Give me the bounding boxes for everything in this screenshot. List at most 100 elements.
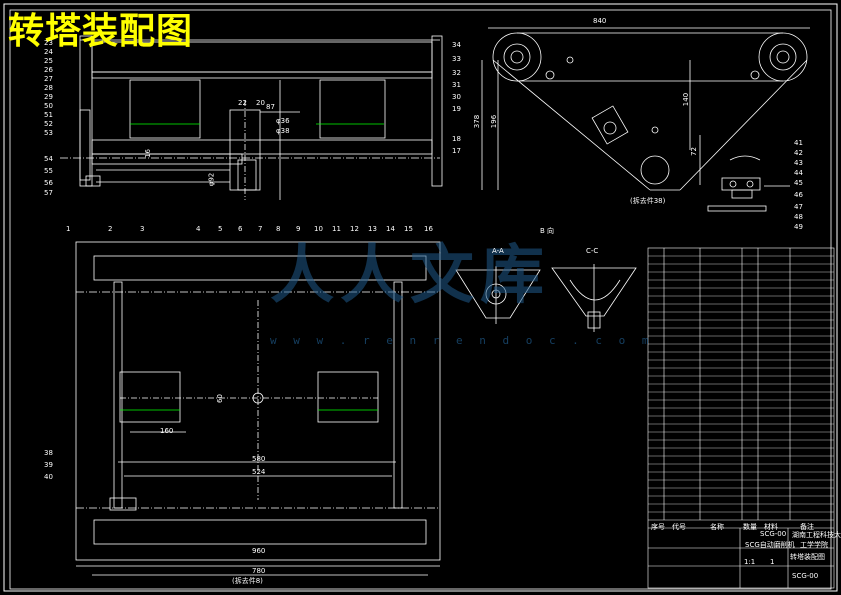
part-no: 52	[44, 120, 53, 128]
part-no: 28	[44, 84, 53, 92]
part-no: 6	[238, 225, 243, 233]
part-no: 19	[452, 105, 461, 113]
dim-plan-b: 524	[252, 468, 266, 476]
part-no: 54	[44, 155, 53, 163]
part-no: 7	[258, 225, 263, 233]
part-no: 51	[44, 111, 53, 119]
dim-top-width: 840	[593, 17, 607, 25]
part-no: 43	[794, 159, 803, 167]
part-no: 46	[794, 191, 803, 199]
part-no: 42	[794, 149, 803, 157]
bom-header-code: 代号	[672, 523, 686, 531]
part-no: 17	[452, 147, 461, 155]
side-view-triangular-plate	[481, 27, 810, 191]
part-no: 34	[452, 41, 461, 49]
part-no: 56	[44, 179, 53, 187]
title-block-product: SCG自动磨削机	[745, 541, 795, 549]
part-no: 13	[368, 225, 377, 233]
dim-small-3: φ36	[276, 117, 290, 125]
part-no: 8	[276, 225, 281, 233]
section-cc-view	[551, 264, 637, 332]
title-block-code: SCG-00	[760, 530, 787, 538]
dim-plan-total: 960	[252, 547, 266, 555]
part-no: 10	[314, 225, 323, 233]
dim-plan-inner: 780	[252, 567, 266, 575]
part-no: 9	[296, 225, 301, 233]
part-no: 47	[794, 203, 803, 211]
section-cc-label: C-C	[586, 247, 599, 255]
side-view-caption: (拆去件38)	[630, 197, 666, 205]
part-no: 40	[44, 473, 53, 481]
title-block-dept: 工学学院	[800, 541, 828, 549]
bom-header-material: 材料	[764, 523, 778, 531]
part-no: 12	[350, 225, 359, 233]
dim-plan-c: 160	[160, 427, 174, 435]
part-no: 31	[452, 81, 461, 89]
bom-header-no: 序号	[651, 523, 665, 531]
drawing-frame	[3, 3, 838, 592]
part-no: 27	[44, 75, 53, 83]
part-no: 32	[452, 69, 461, 77]
dim-plan-a: 580	[252, 455, 266, 463]
drawing-inner-frame	[9, 9, 832, 590]
part-no: 48	[794, 213, 803, 221]
bom-header-qty: 数量	[743, 523, 757, 531]
part-no: 1	[66, 225, 71, 233]
part-no: 29	[44, 93, 53, 101]
part-no: 39	[44, 461, 53, 469]
part-no: 55	[44, 167, 53, 175]
part-no: 23	[44, 39, 53, 47]
part-no: 3	[140, 225, 145, 233]
part-no: 24	[44, 48, 53, 56]
section-aa-label: A-A	[492, 247, 504, 255]
title-block-school: 湖南工程科技大学	[792, 531, 841, 539]
title-block-drawing-name: 转塔装配图	[790, 553, 825, 561]
part-no: 50	[44, 102, 53, 110]
dim-small-2: 87	[266, 103, 275, 111]
title-block-code-bottom: SCG-00	[792, 572, 819, 580]
part-no: 18	[452, 135, 461, 143]
part-no: 41	[794, 139, 803, 147]
part-no: 38	[44, 449, 53, 457]
part-no: 4	[196, 225, 201, 233]
part-no: 30	[452, 93, 461, 101]
detail-b-view	[707, 155, 790, 212]
bom-row-lines	[648, 255, 834, 513]
watermark-text: 人人文库	[270, 239, 550, 313]
plan-view-caption: (拆去件8)	[232, 577, 263, 585]
detail-b-label: B 向	[540, 227, 555, 235]
part-no: 57	[44, 189, 53, 197]
bom-header-name: 名称	[710, 523, 724, 531]
part-no: 15	[404, 225, 413, 233]
section-aa-view	[455, 266, 541, 324]
dim-side-d: 72	[689, 147, 698, 156]
part-no: 14	[386, 225, 395, 233]
part-no: 16	[424, 225, 433, 233]
dim-small-1: 20	[256, 99, 265, 107]
part-no: 2	[108, 225, 113, 233]
part-no: 5	[218, 225, 223, 233]
dim-small-5: φ92	[207, 172, 216, 187]
drawing-title: 转塔装配图	[8, 11, 194, 52]
watermark-url: w w w . r e n r e n d o c . c o m	[270, 334, 654, 347]
bom-header-remark: 备注	[800, 523, 814, 531]
title-block-sheet: 1	[770, 558, 775, 566]
plan-view	[75, 241, 441, 576]
dim-side-b: 196	[490, 114, 499, 129]
dim-plan-d: 60	[215, 394, 224, 403]
dim-small-4: φ38	[276, 127, 290, 135]
part-no: 11	[332, 225, 341, 233]
part-no: 45	[794, 179, 803, 187]
dim-small-6: 16	[143, 149, 152, 158]
part-no: 33	[452, 55, 461, 63]
front-elevation-view	[60, 35, 443, 200]
title-block-scale: 1:1	[744, 558, 756, 566]
part-no: 49	[794, 223, 803, 231]
part-no: 25	[44, 57, 53, 65]
part-no: 26	[44, 66, 53, 74]
dim-side-c: 140	[682, 92, 691, 107]
part-no: 53	[44, 129, 53, 137]
dim-side-a: 378	[473, 114, 482, 129]
part-no: 44	[794, 169, 803, 177]
